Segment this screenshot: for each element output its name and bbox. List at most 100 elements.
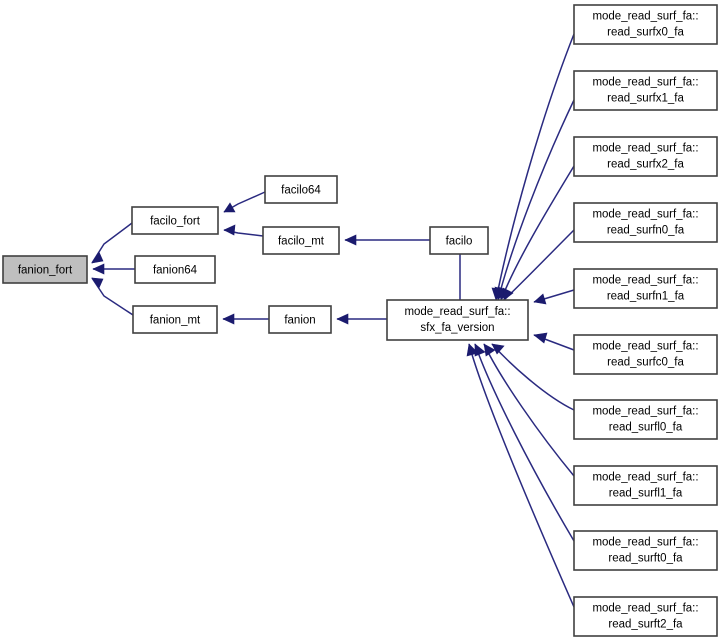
node-label-line1: mode_read_surf_fa:: <box>592 11 698 23</box>
arrowhead-icon <box>336 313 349 325</box>
graph-node-facilo64[interactable]: facilo64 <box>264 175 338 204</box>
graph-node-facilo[interactable]: facilo <box>429 226 489 255</box>
node-box[interactable] <box>386 299 529 341</box>
node-box[interactable] <box>573 530 718 571</box>
node-label-line1: mode_read_surf_fa:: <box>592 341 698 353</box>
graph-node-read_surfn1_fa[interactable]: mode_read_surf_fa::read_surfn1_fa <box>573 268 718 309</box>
node-label-line1: facilo_fort <box>150 216 201 228</box>
graph-edge <box>533 289 575 305</box>
node-label-line2: read_surfn1_fa <box>607 291 685 303</box>
graph-node-fanion64[interactable]: fanion64 <box>134 255 216 284</box>
node-box[interactable] <box>573 596 718 637</box>
node-label-line1: mode_read_surf_fa:: <box>592 472 698 484</box>
graph-edge <box>336 313 387 325</box>
nodes-layer: fanion_fort facilo_fort fanion64 fanion_mt f… <box>2 4 718 637</box>
graph-node-read_surfx0_fa[interactable]: mode_read_surf_fa::read_surfx0_fa <box>573 4 718 45</box>
graph-node-read_surfx1_fa[interactable]: mode_read_surf_fa::read_surfx1_fa <box>573 70 718 111</box>
arrowhead-icon <box>91 277 104 289</box>
node-box[interactable] <box>573 334 718 375</box>
node-label-line2: read_surft0_fa <box>608 553 683 565</box>
node-box[interactable] <box>573 4 718 45</box>
graph-edge <box>502 229 575 301</box>
graph-edge <box>491 33 575 301</box>
node-label-line1: facilo64 <box>281 185 321 197</box>
node-label-line2: read_surfl0_fa <box>609 422 683 434</box>
node-box[interactable] <box>573 465 718 506</box>
graph-edge <box>223 191 266 213</box>
node-label-line2: read_surfc0_fa <box>607 357 684 369</box>
graph-edge <box>223 224 264 237</box>
arrowhead-icon <box>91 251 104 264</box>
node-label-line1: mode_read_surf_fa:: <box>592 143 698 155</box>
node-label-line1: mode_read_surf_fa:: <box>404 306 510 318</box>
node-label-line2: read_surfl1_fa <box>609 488 683 500</box>
graph-node-read_surfn0_fa[interactable]: mode_read_surf_fa::read_surfn0_fa <box>573 202 718 243</box>
node-box[interactable] <box>573 70 718 111</box>
graph-node-read_surfl1_fa[interactable]: mode_read_surf_fa::read_surfl1_fa <box>573 465 718 506</box>
graph-node-read_surft0_fa[interactable]: mode_read_surf_fa::read_surft0_fa <box>573 530 718 571</box>
graph-node-read_surft2_fa[interactable]: mode_read_surf_fa::read_surft2_fa <box>573 596 718 637</box>
node-label-line2: read_surfx1_fa <box>607 93 684 105</box>
edges-layer <box>91 33 575 608</box>
edge-line <box>491 343 575 411</box>
graph-edge <box>474 343 575 542</box>
arrowhead-icon <box>466 343 479 357</box>
node-label-line1: fanion_fort <box>18 265 73 277</box>
graph-edge <box>533 332 575 351</box>
arrowhead-icon <box>222 313 235 325</box>
node-label-line1: mode_read_surf_fa:: <box>592 603 698 615</box>
arrowhead-icon <box>223 202 236 213</box>
node-box[interactable] <box>132 305 218 334</box>
graph-node-read_surfl0_fa[interactable]: mode_read_surf_fa::read_surfl0_fa <box>573 399 718 440</box>
edge-line <box>468 343 575 608</box>
node-label-line1: mode_read_surf_fa:: <box>592 406 698 418</box>
arrowhead-icon <box>483 343 496 357</box>
node-box[interactable] <box>131 206 219 235</box>
graph-edge <box>222 313 269 325</box>
node-label-line2: read_surfx2_fa <box>607 159 684 171</box>
arrowhead-icon <box>344 234 357 246</box>
node-label-line1: fanion_mt <box>150 315 201 327</box>
node-label-line1: fanion64 <box>153 265 198 277</box>
node-box[interactable] <box>573 268 718 309</box>
graph-node-sfx_fa_version[interactable]: mode_read_surf_fa::sfx_fa_version <box>386 299 529 341</box>
graph-node-facilo_fort[interactable]: facilo_fort <box>131 206 219 235</box>
node-box[interactable] <box>2 255 88 284</box>
node-box[interactable] <box>264 175 338 204</box>
graph-edge <box>483 343 575 477</box>
graph-node-fanion_fort[interactable]: fanion_fort <box>2 255 88 284</box>
graph-node-fanion_mt[interactable]: fanion_mt <box>132 305 218 334</box>
graph-node-read_surfx2_fa[interactable]: mode_read_surf_fa::read_surfx2_fa <box>573 136 718 177</box>
graph-edge <box>91 277 134 316</box>
node-label-line1: mode_read_surf_fa:: <box>592 537 698 549</box>
node-box[interactable] <box>573 136 718 177</box>
node-box[interactable] <box>134 255 216 284</box>
node-box[interactable] <box>573 202 718 243</box>
node-label-line2: sfx_fa_version <box>420 322 494 334</box>
node-box[interactable] <box>573 399 718 440</box>
graph-node-read_surfc0_fa[interactable]: mode_read_surf_fa::read_surfc0_fa <box>573 334 718 375</box>
arrowhead-icon <box>533 332 548 344</box>
arrowhead-icon <box>474 343 486 357</box>
node-label-line1: fanion <box>284 315 315 327</box>
arrowhead-icon <box>533 293 547 305</box>
edge-line <box>474 343 575 542</box>
graph-node-fanion[interactable]: fanion <box>268 305 332 334</box>
node-box[interactable] <box>262 226 340 255</box>
node-box[interactable] <box>429 226 489 255</box>
arrowhead-icon <box>491 343 505 355</box>
node-label-line2: read_surfn0_fa <box>607 225 685 237</box>
node-label-line1: facilo_mt <box>278 236 325 248</box>
node-label-line1: mode_read_surf_fa:: <box>592 77 698 89</box>
graph-node-facilo_mt[interactable]: facilo_mt <box>262 226 340 255</box>
arrowhead-icon <box>223 224 236 236</box>
edge-line <box>503 229 575 301</box>
graph-edge <box>491 343 575 411</box>
arrowhead-icon <box>502 287 514 301</box>
node-label-line1: mode_read_surf_fa:: <box>592 209 698 221</box>
graph-edge <box>466 343 575 608</box>
edge-line <box>500 165 575 301</box>
node-label-line1: facilo <box>446 236 473 248</box>
node-box[interactable] <box>268 305 332 334</box>
